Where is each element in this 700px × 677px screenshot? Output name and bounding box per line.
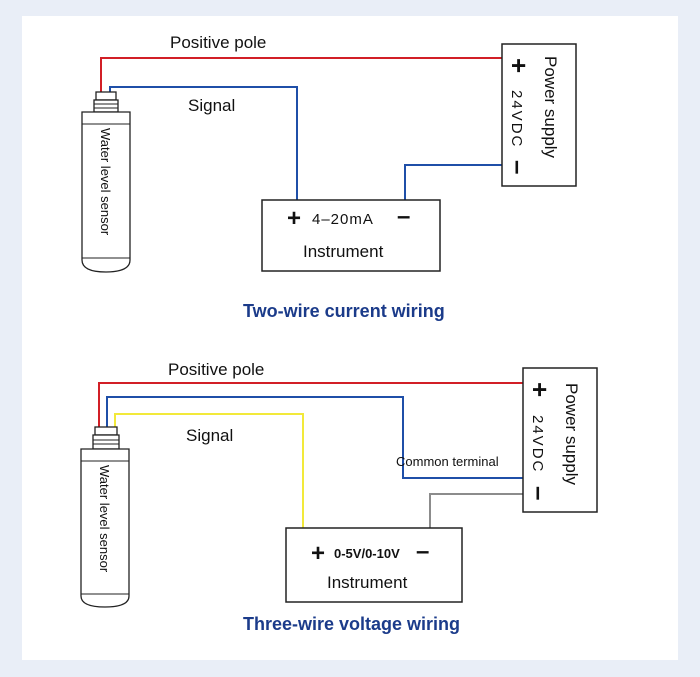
three-wire-common-wire	[106, 396, 523, 479]
three-wire-positive-label: Positive pole	[168, 360, 264, 379]
three-wire-instrument-range: 0-5V/0-10V	[334, 546, 400, 561]
two-wire-title: Two-wire current wiring	[243, 301, 445, 321]
three-wire-output-wire	[429, 493, 523, 528]
three-wire-instrument: + 0-5V/0-10V – Instrument	[285, 527, 463, 603]
three-wire-diagram: Water level sensor + 24VDC – Power suppl…	[80, 360, 598, 634]
three-wire-instrument-minus: –	[416, 538, 429, 565]
two-wire-signal-label: Signal	[188, 96, 235, 115]
three-wire-water-level-sensor: Water level sensor	[80, 426, 130, 608]
two-wire-power-plus: +	[504, 58, 534, 73]
two-wire-instrument: + 4–20mA – Instrument	[261, 199, 441, 272]
three-wire-instrument-plus: +	[311, 540, 325, 567]
two-wire-instrument-label: Instrument	[303, 242, 384, 261]
two-wire-signal-wire	[109, 86, 298, 200]
two-wire-diagram: Water level sensor + 24VDC – Power suppl…	[81, 33, 577, 321]
two-wire-power-supply: + 24VDC – Power supply	[501, 43, 577, 187]
two-wire-instrument-minus: –	[397, 203, 410, 230]
three-wire-signal-label: Signal	[186, 426, 233, 445]
three-wire-sensor-label: Water level sensor	[97, 465, 112, 573]
two-wire-power-minus: –	[504, 160, 534, 174]
two-wire-return-wire	[404, 164, 502, 200]
three-wire-common-label: Common terminal	[396, 454, 499, 469]
two-wire-instrument-plus: +	[287, 205, 301, 232]
diagram-canvas: Water level sensor + 24VDC – Power suppl…	[22, 16, 678, 660]
wiring-diagram: Water level sensor + 24VDC – Power suppl…	[80, 33, 598, 634]
two-wire-sensor-label: Water level sensor	[98, 128, 113, 236]
three-wire-power-supply: + 24VDC – Power supply	[522, 367, 598, 513]
three-wire-power-voltage: 24VDC	[529, 415, 546, 473]
three-wire-power-label: Power supply	[562, 383, 581, 486]
three-wire-title: Three-wire voltage wiring	[243, 614, 460, 634]
two-wire-instrument-range: 4–20mA	[312, 211, 374, 228]
three-wire-signal-wire	[114, 413, 304, 528]
two-wire-power-voltage: 24VDC	[508, 90, 525, 148]
two-wire-power-label: Power supply	[541, 56, 560, 159]
two-wire-positive-wire	[100, 57, 502, 92]
two-wire-water-level-sensor: Water level sensor	[81, 91, 131, 273]
three-wire-positive-wire	[98, 382, 523, 427]
three-wire-power-minus: –	[525, 486, 555, 500]
two-wire-positive-label: Positive pole	[170, 33, 266, 52]
three-wire-instrument-label: Instrument	[327, 573, 408, 592]
three-wire-power-plus: +	[525, 382, 555, 397]
